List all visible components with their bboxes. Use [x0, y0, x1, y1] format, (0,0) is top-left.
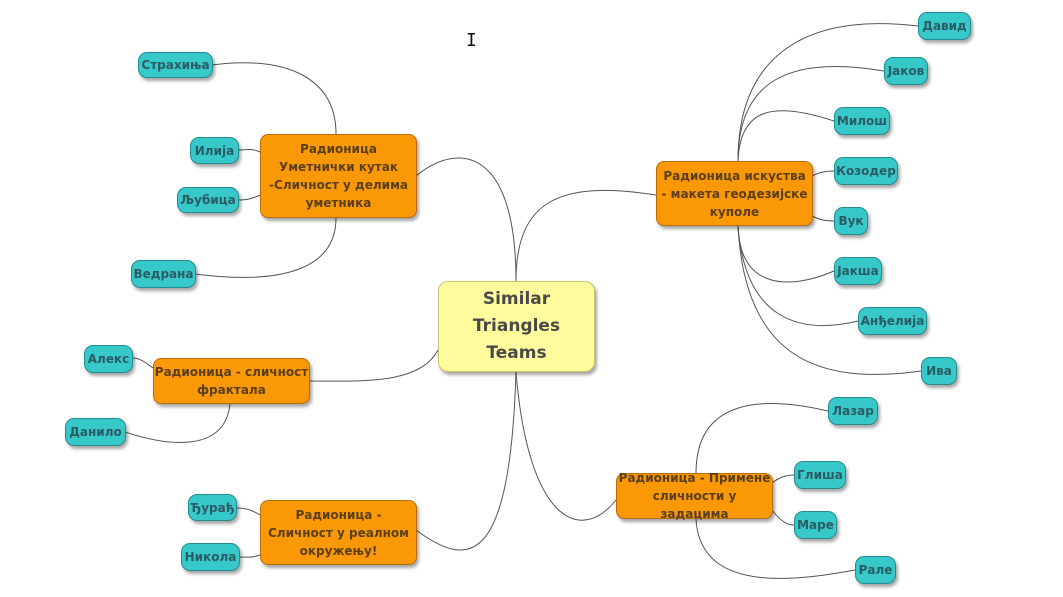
connector-line: [737, 225, 835, 283]
connector-line: [415, 371, 517, 551]
connector-line: [515, 189, 657, 282]
node-label-line: Сличност у реалном: [268, 525, 409, 540]
member-node[interactable]: Страхиња: [138, 52, 213, 78]
connector-line: [235, 507, 261, 516]
node-label-line: Уметнички кутак: [279, 160, 398, 174]
node-label-line: - макета геодезиjске: [661, 186, 808, 201]
member-node[interactable]: Козодер: [834, 157, 898, 185]
member-node[interactable]: Ђурађ: [188, 494, 237, 521]
member-node[interactable]: Јаков: [884, 57, 928, 85]
connector-line: [194, 217, 337, 278]
member-node[interactable]: Рале: [855, 556, 896, 584]
node-label-line: уметника: [305, 196, 372, 210]
member-node[interactable]: Алекс: [84, 345, 133, 373]
member-node[interactable]: Глиша: [794, 461, 846, 489]
connector-line: [771, 474, 795, 484]
member-node[interactable]: Анђелија: [858, 307, 927, 335]
connector-line: [238, 554, 261, 558]
member-node[interactable]: Илија: [190, 137, 239, 164]
member-node[interactable]: Вук: [834, 207, 868, 235]
node-label-line: Радионица -: [295, 507, 382, 522]
connector-line: [237, 149, 261, 153]
node-label-line: Triangles: [472, 316, 561, 336]
connector-line: [124, 403, 231, 443]
node-label-line: -Сличност у делима: [269, 178, 408, 192]
connector-line: [237, 194, 261, 201]
member-node[interactable]: Ива: [921, 357, 957, 385]
member-node[interactable]: Љубица: [177, 187, 239, 213]
text-cursor-icon: I: [466, 30, 477, 51]
node-label-line: куполе: [709, 204, 760, 219]
member-node[interactable]: Ведрана: [131, 260, 196, 288]
connector-line: [811, 170, 835, 177]
node-label-line: Teams: [486, 343, 547, 363]
connector-line: [308, 349, 439, 382]
member-node[interactable]: Милош: [834, 107, 890, 135]
node-label-line: сличности у задацима: [652, 489, 737, 521]
member-node[interactable]: Јакша: [834, 257, 882, 285]
connector-line: [737, 23, 919, 162]
member-node[interactable]: Данило: [65, 418, 126, 446]
connector-line: [737, 65, 885, 162]
connector-line: [695, 403, 829, 474]
workshop-node[interactable]: Радионица - сличност фрактала: [153, 358, 310, 404]
node-label-line: Радионица - Примене: [618, 471, 771, 485]
connector-line: [211, 62, 337, 135]
member-node[interactable]: Маре: [794, 511, 837, 539]
connector-line: [737, 225, 859, 327]
connector-line: [131, 357, 154, 369]
workshop-node[interactable]: Радионица искуства - макета геодезиjске ку…: [656, 161, 813, 226]
node-label-line: Similar: [482, 289, 551, 309]
connector-line: [811, 215, 835, 222]
connector-line: [771, 509, 795, 526]
connector-line: [515, 371, 617, 521]
node-label-line: окружењу!: [299, 543, 378, 558]
workshop-node[interactable]: Радионица - Примене сличности у задацима: [616, 471, 773, 521]
node-label-line: Радионица искуства: [663, 168, 806, 183]
member-node[interactable]: Никола: [181, 543, 240, 571]
node-label-line: Радионица: [300, 142, 377, 156]
node-label-line: фрактала: [197, 383, 266, 397]
member-node[interactable]: Лазар: [828, 397, 878, 425]
connector-line: [737, 225, 922, 375]
connector-line: [737, 110, 835, 162]
node-label-line: Радионица - сличност: [154, 365, 309, 379]
member-node[interactable]: Давид: [918, 12, 971, 40]
workshop-node[interactable]: Радионица - Сличност у реалном окружењу!: [260, 500, 417, 565]
connector-line: [415, 157, 517, 282]
connector-line: [695, 518, 856, 579]
